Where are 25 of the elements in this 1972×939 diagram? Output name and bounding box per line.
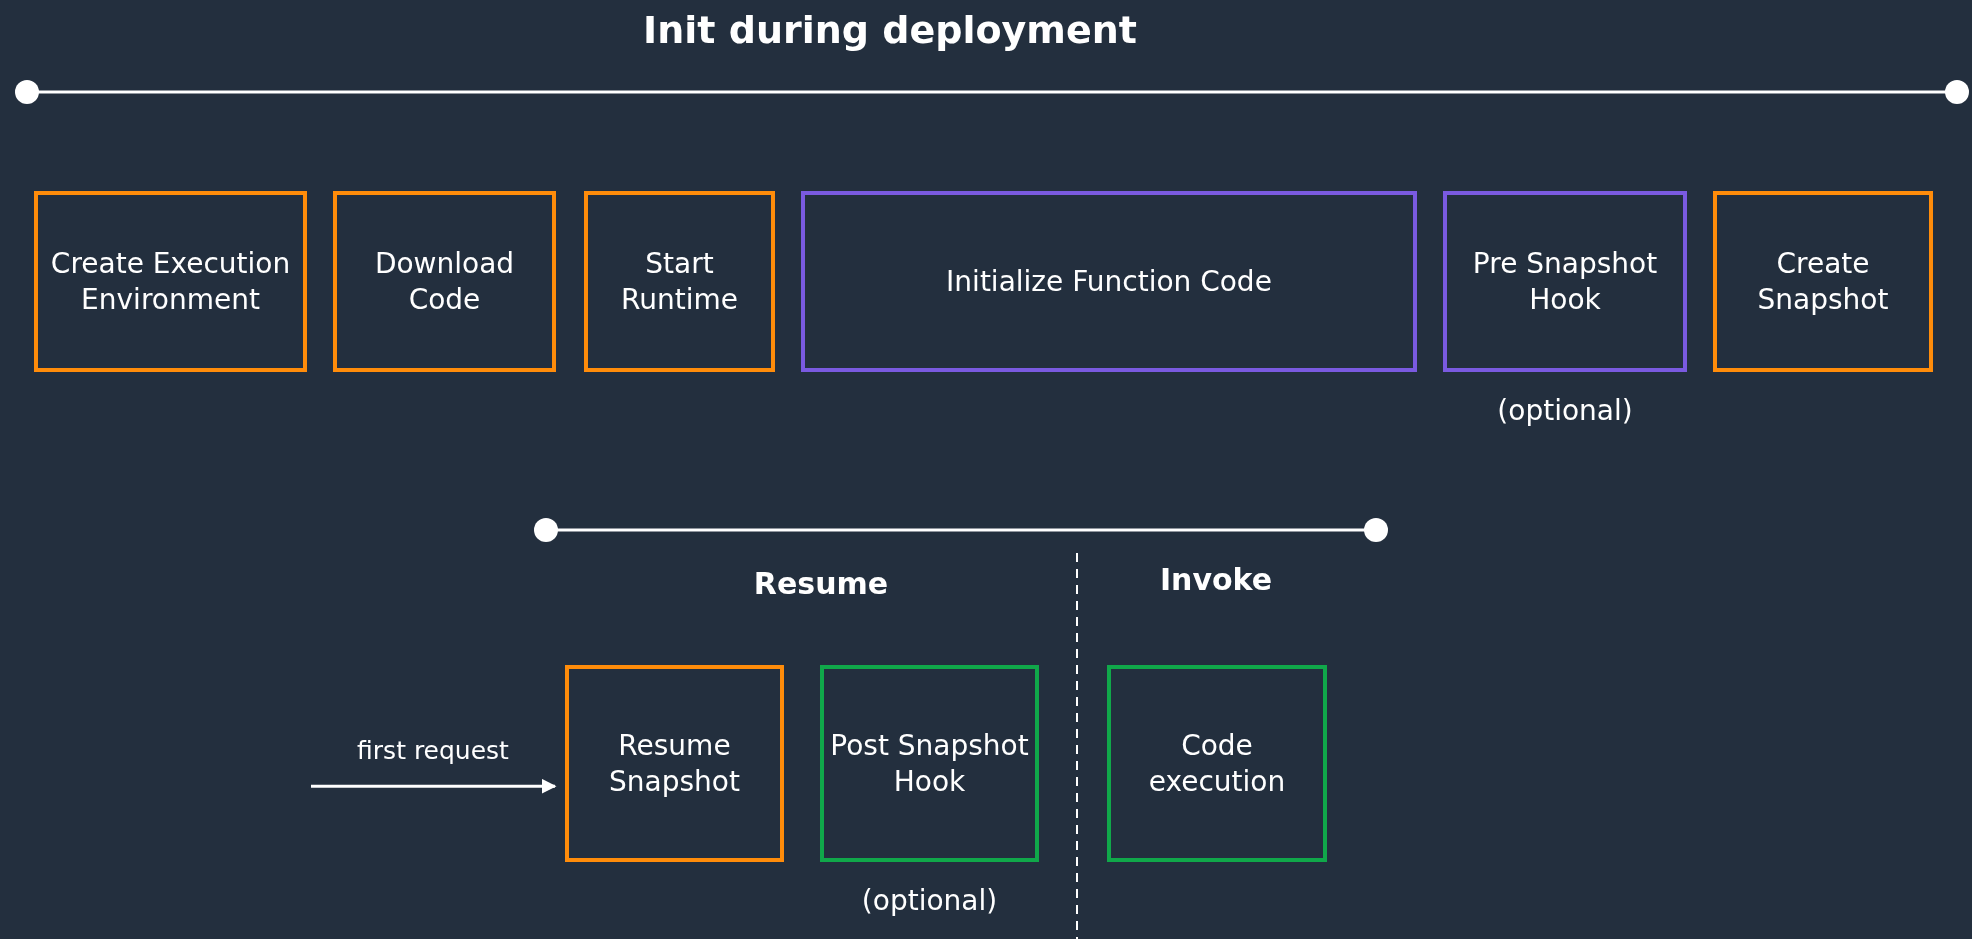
edge-label: first request [357,736,509,766]
process-box [34,191,307,372]
process-box [1713,191,1933,372]
box-label: Post Snapshot Hook [829,727,1030,800]
arrow [311,778,557,794]
process-box [820,665,1039,862]
box-label: Create Snapshot [1756,245,1890,318]
box-label: Download Code [373,245,516,318]
phase-label: Resume [753,566,889,601]
process-box [333,191,556,372]
note-text: (optional) [1497,394,1633,427]
diagram-title: Init during deployment [643,8,1137,52]
note-text: (optional) [861,884,998,917]
process-box [565,665,784,862]
box-label: Initialize Function Code [945,263,1273,300]
process-box [1107,665,1327,862]
box-label: Code execution [1147,727,1287,800]
box-label: Create Execution Environment [49,245,292,318]
process-box [801,191,1417,372]
phase-label: Invoke [1159,562,1273,597]
process-box [584,191,775,372]
box-label: Resume Snapshot [608,727,741,800]
box-label: Pre Snapshot Hook [1471,245,1659,318]
process-box [1443,191,1687,372]
box-label: Start Runtime [620,245,739,318]
